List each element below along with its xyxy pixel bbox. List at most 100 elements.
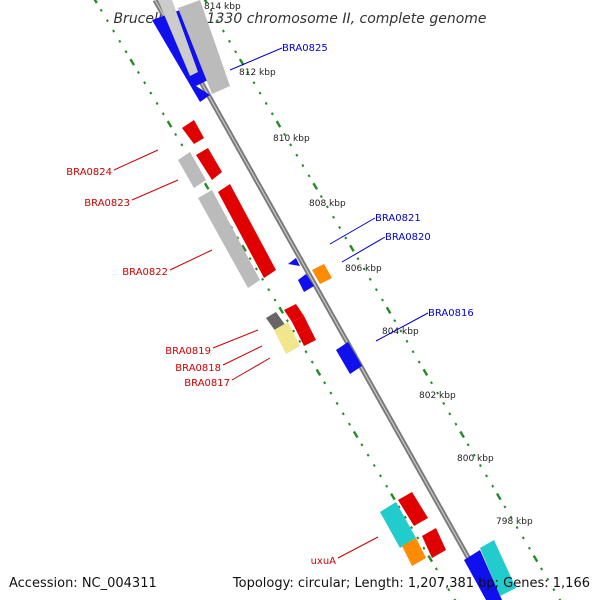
tick-mark: [447, 588, 451, 592]
tick-mark: [527, 546, 531, 550]
tick-mark: [405, 339, 409, 343]
cds-red-cluster-3[interactable]: [298, 328, 316, 346]
tick-mark: [546, 577, 550, 581]
tick-mark: [180, 143, 184, 147]
tick-mark: [381, 298, 384, 302]
tick-mark: [264, 101, 268, 105]
tick-mark: [174, 132, 178, 137]
tick-mark: [344, 236, 348, 240]
cyan-feature-1[interactable]: [380, 502, 416, 548]
hit-bra0823: [198, 190, 260, 288]
cds-bra0816[interactable]: [336, 342, 362, 374]
cds-bra0820[interactable]: [298, 274, 314, 292]
cds-blue-bottom[interactable]: [464, 550, 502, 600]
tick-mark: [362, 267, 366, 271]
gene-label-bra0825[interactable]: BRA0825: [282, 43, 328, 54]
tick-mark: [441, 577, 445, 581]
tick-mark: [270, 112, 274, 116]
tick-rings: [93, 0, 562, 600]
tick-mark: [335, 401, 339, 405]
forward-gene-labels: BRA0825 BRA0821 BRA0820 BRA0816: [229, 43, 474, 342]
tick-mark: [236, 236, 240, 240]
gene-label-bra0821[interactable]: BRA0821: [375, 213, 421, 224]
cds-bra0818-yellow[interactable]: [274, 322, 300, 354]
tick-mark: [385, 484, 389, 488]
cds-red-bottom-2[interactable]: [422, 528, 446, 558]
tick-mark: [372, 463, 376, 468]
tick-mark: [379, 474, 382, 478]
tick-mark: [241, 244, 247, 252]
gene-label-bra0816[interactable]: BRA0816: [428, 308, 474, 319]
tick-mark: [310, 360, 314, 364]
gene-label-bra0823[interactable]: BRA0823: [84, 198, 130, 209]
tick-mark: [434, 567, 438, 571]
tick-mark: [454, 422, 458, 426]
tick-mark: [532, 554, 539, 563]
gene-label-bra0819[interactable]: BRA0819: [165, 346, 211, 357]
tick-mark: [393, 319, 397, 323]
tick-mark: [385, 306, 392, 315]
tick-mark: [558, 598, 562, 600]
hit-bra0824: [178, 152, 206, 188]
tick-mark: [352, 430, 359, 439]
tick-label-810: 810 kbp: [273, 134, 310, 144]
tick-mark: [267, 288, 271, 292]
tick-mark: [397, 505, 401, 509]
tick-mark: [261, 277, 265, 281]
tick-mark: [485, 474, 489, 478]
cds-bra0822[interactable]: [218, 184, 276, 278]
tick-mark: [136, 70, 140, 74]
cyan-feature-2[interactable]: [480, 540, 516, 596]
tick-mark: [552, 588, 556, 592]
gene-label-uxua[interactable]: uxuA: [311, 556, 337, 567]
backbone-highlight: [154, 0, 493, 600]
tick-mark: [258, 91, 262, 95]
tick-mark: [448, 412, 452, 416]
tick-mark: [209, 8, 213, 12]
tick-mark: [228, 39, 231, 43]
tick-mark: [338, 226, 342, 230]
tick-mark: [416, 536, 420, 540]
tick-mark: [315, 368, 322, 377]
tick-mark: [112, 29, 116, 33]
orange-feature[interactable]: [312, 264, 332, 284]
hit-block-top-gray-2: [158, 0, 198, 76]
tick-label-806: 806 kbp: [345, 264, 382, 274]
tick-mark: [215, 19, 219, 23]
tick-mark: [312, 182, 319, 190]
tick-mark: [319, 195, 323, 199]
tick-mark: [466, 443, 470, 447]
tick-mark: [366, 453, 370, 457]
tick-mark: [411, 350, 415, 354]
gene-label-bra0817[interactable]: BRA0817: [184, 378, 230, 389]
tick-mark: [399, 329, 403, 333]
tick-mark: [285, 319, 289, 323]
cds-red-cluster-2[interactable]: [292, 316, 310, 334]
tick-mark: [129, 58, 136, 66]
gene-label-bra0820[interactable]: BRA0820: [385, 232, 431, 243]
tick-mark: [254, 267, 258, 271]
cds-bra0824[interactable]: [196, 148, 222, 180]
tick-mark: [417, 360, 421, 364]
cds-bra0821[interactable]: [288, 258, 300, 266]
hit-block-top-gray: [178, 0, 230, 94]
gene-label-bra0818[interactable]: BRA0818: [175, 363, 221, 374]
cds-uxua[interactable]: [402, 538, 426, 566]
tick-mark: [436, 391, 440, 395]
cds-red-cluster-1[interactable]: [284, 304, 304, 322]
tick-mark: [360, 443, 364, 447]
tick-mark: [478, 464, 482, 468]
tick-mark: [442, 401, 446, 405]
tick-mark: [323, 381, 327, 385]
gene-label-bra0824[interactable]: BRA0824: [66, 167, 112, 178]
cds-red-bottom-1[interactable]: [398, 492, 428, 526]
cds-red-1[interactable]: [182, 120, 204, 144]
gene-label-bra0822[interactable]: BRA0822: [122, 267, 168, 278]
accession-text: Accession: NC_004311: [9, 576, 157, 591]
tick-mark: [273, 298, 277, 302]
tick-mark: [325, 205, 329, 209]
tick-mark: [329, 391, 333, 395]
tick-mark: [203, 0, 208, 4]
tick-mark: [149, 91, 153, 95]
tick-mark: [278, 306, 285, 314]
